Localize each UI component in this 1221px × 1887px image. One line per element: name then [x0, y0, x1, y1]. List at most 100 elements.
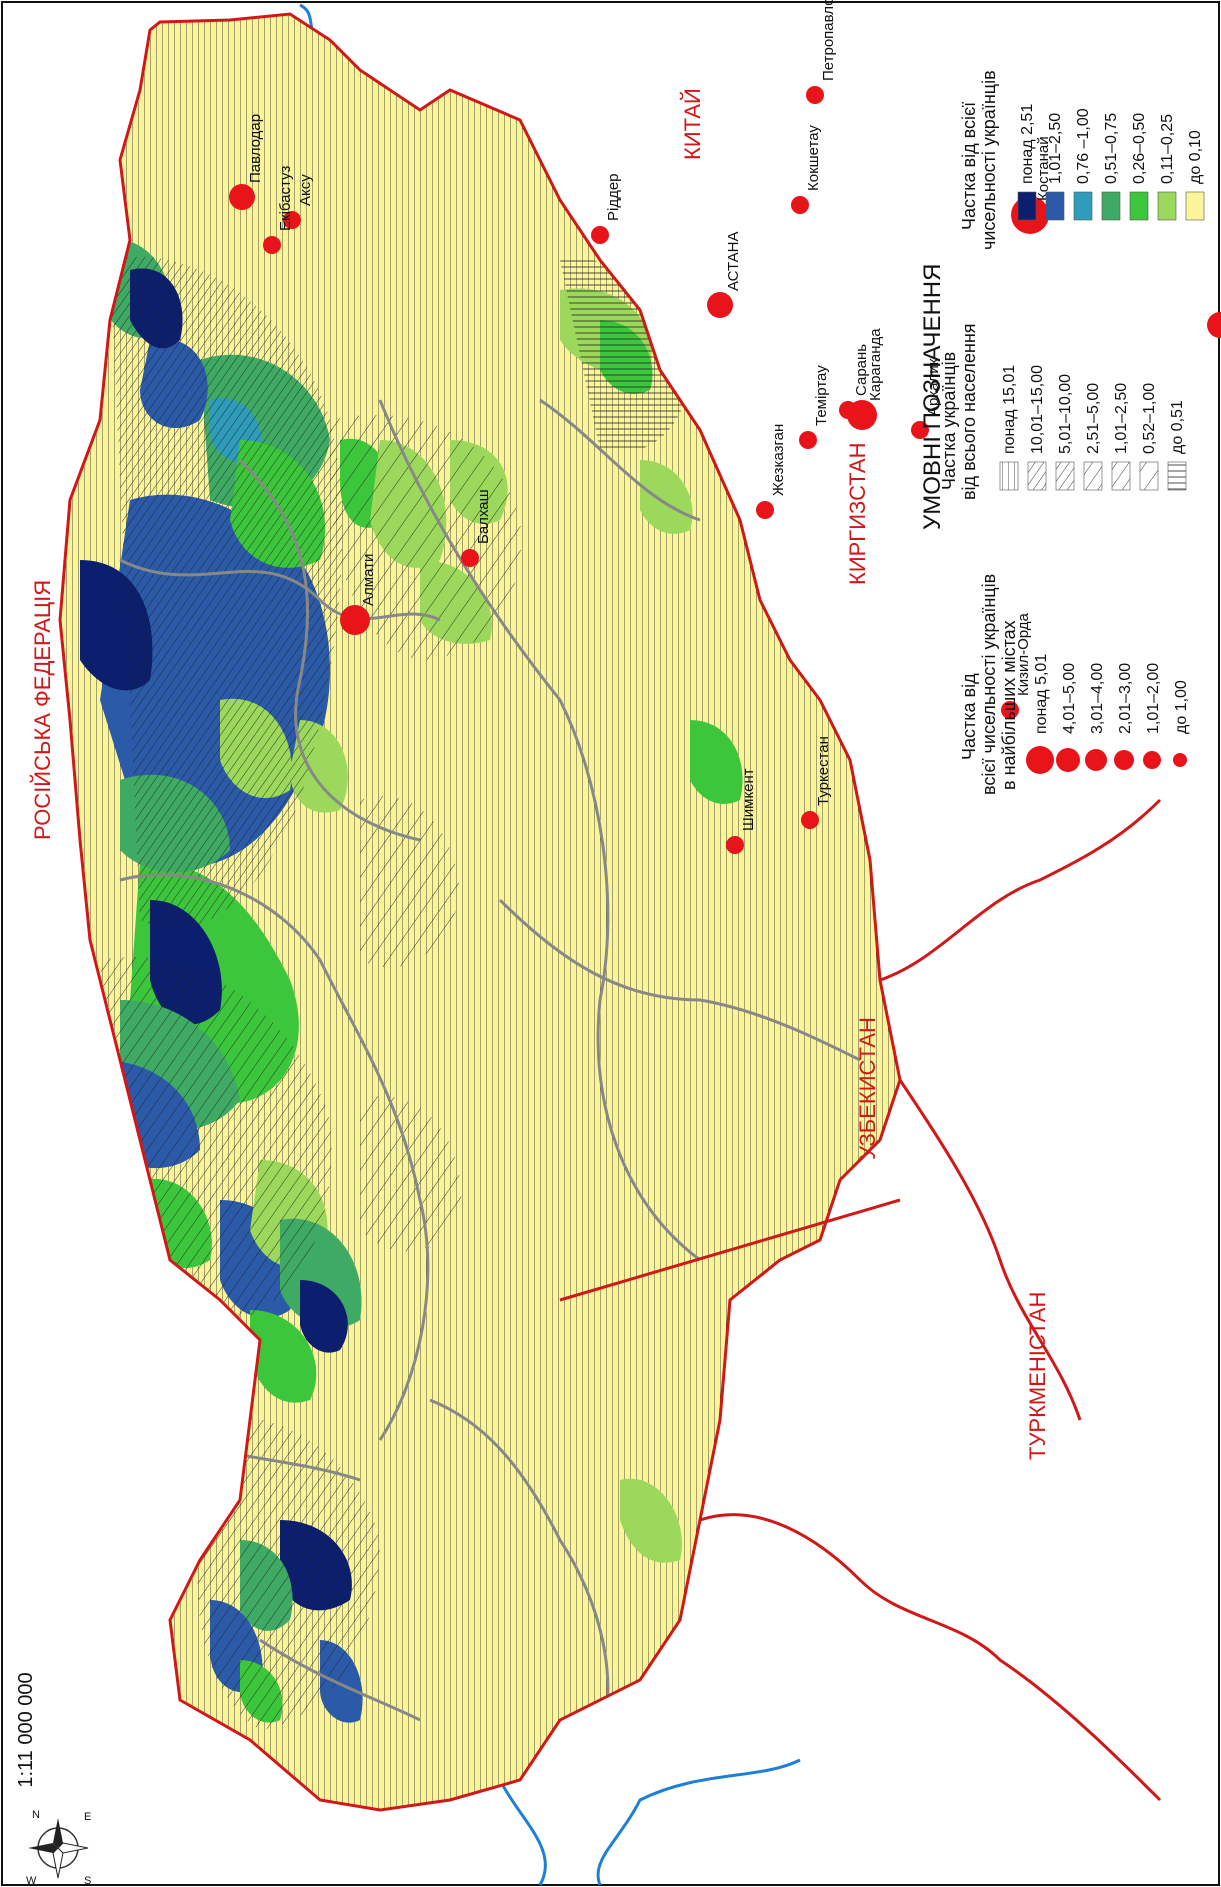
city: Туркестан [801, 736, 832, 829]
city-marker-icon [1056, 748, 1080, 772]
compass-icon: N E S W [26, 1809, 91, 1887]
legend-city-item: 3,01–4,00 [1085, 663, 1107, 771]
city-marker-icon [911, 421, 929, 439]
legend-hatch-item-label: понад 15,01 [1001, 365, 1018, 454]
legend-city-item-label: 4,01–5,00 [1061, 663, 1078, 734]
label-kyrgyzstan: КИРГИЗСТАН [845, 443, 870, 586]
city-marker-icon [847, 400, 877, 430]
legend-hatch-item-label: 2,51–5,00 [1085, 383, 1102, 454]
city: АСТАНА [707, 231, 742, 318]
legend-hatch-swatch [1167, 461, 1187, 491]
legend-title: УМОВНІ ПОЗНАЧЕННЯ [919, 264, 946, 530]
legend-hatch-item: 0,52–1,00 [1139, 383, 1159, 491]
legend-hatch-item-label: 1,01–2,50 [1113, 383, 1130, 454]
legend-cities-heading-2: всієї чисельності українців [979, 574, 999, 795]
legend-fill-swatch [1045, 191, 1065, 221]
legend-cities-heading-1: Частка від [959, 673, 979, 760]
legend-city-item-label: 2,01–3,00 [1117, 663, 1134, 734]
country-labels: РОСІЙСЬКА ФЕДЕРАЦІЯ КИТАЙ КИРГИЗСТАН УЗБ… [30, 88, 1050, 1460]
legend-city-item-label: до 1,00 [1173, 680, 1190, 734]
city: Аксу [283, 174, 314, 229]
legend-hatch-item: понад 15,01 [999, 365, 1019, 491]
city-marker-icon [799, 431, 817, 449]
legend-hatch-item-label: до 0,51 [1169, 400, 1186, 454]
city-label: Алмати [360, 554, 377, 606]
legend-fill-item: понад 2,51 [1017, 104, 1037, 221]
city: Павлодар [229, 114, 264, 210]
city-marker-icon [726, 836, 744, 854]
legend-fill-swatch [1157, 191, 1177, 221]
legend-fill-item-label: до 0,10 [1187, 130, 1204, 184]
legend-hatch-item: до 0,51 [1167, 400, 1187, 491]
legend-fill-item-label: 0,26–0,50 [1131, 113, 1148, 184]
city-marker-icon [263, 236, 281, 254]
legend: УМОВНІ ПОЗНАЧЕННЯ Частка від всієї чисел… [919, 70, 1205, 795]
city-marker-icon [801, 811, 819, 829]
city-marker-icon [1001, 701, 1019, 719]
legend-hatch-swatch [999, 461, 1019, 491]
city-marker-icon [1173, 753, 1187, 767]
city-label: Аркалик [925, 358, 942, 416]
legend-hatch-item: 5,01–10,00 [1055, 374, 1075, 491]
city-label: Петропавловськ [820, 0, 837, 81]
city-marker-icon [591, 226, 609, 244]
legend-city-item-label: понад 5,01 [1033, 654, 1050, 734]
legend-fill-item-label: 1,01–2,50 [1047, 113, 1064, 184]
city-marker-icon [806, 86, 824, 104]
legend-hatch-heading-2: від всього населення [959, 323, 979, 500]
legend-fill-item: 0,76 –1,00 [1073, 108, 1093, 221]
city: Шимкент [726, 768, 757, 854]
legend-city-item-label: 1,01–2,00 [1145, 663, 1162, 734]
city-label: Шимкент [740, 768, 757, 831]
city: Алмати [340, 554, 377, 635]
city-marker-icon [340, 605, 370, 635]
city-label: Караганда [867, 328, 884, 401]
legend-hatch-item-label: 0,52–1,00 [1141, 383, 1158, 454]
city-label: Туркестан [815, 736, 832, 806]
city-marker-icon [756, 501, 774, 519]
legend-fill-swatch [1101, 191, 1121, 221]
city: Жезказган [756, 424, 787, 519]
legend-fill-swatch [1185, 191, 1205, 221]
legend-hatch-item: 10,01–15,00 [1027, 365, 1047, 491]
legend-fill-item-label: 0,76 –1,00 [1075, 108, 1092, 184]
legend-city-item: 2,01–3,00 [1114, 663, 1134, 770]
compass-n: N [32, 1809, 40, 1821]
legend-fill-swatch [1017, 191, 1037, 221]
city-label: Жезказган [770, 424, 787, 496]
city-label: Аксу [297, 174, 314, 206]
city-label: Кизил-Орда [1015, 612, 1032, 696]
city-marker-icon [1143, 751, 1161, 769]
city-label: Теміртау [813, 365, 830, 426]
city-label: Сарань [853, 344, 870, 396]
legend-hatch: Частка українців від всього населення по… [939, 323, 1187, 500]
city-marker-icon [1085, 749, 1107, 771]
legend-fill-swatch [1073, 191, 1093, 221]
city-marker-icon [707, 292, 733, 318]
city-label: Кокшетау [805, 125, 822, 191]
neighbour-borders [559, 798, 1162, 1802]
city: Аркалик [911, 358, 942, 439]
city-label: Костанай [1035, 136, 1052, 201]
legend-hatch-item: 1,01–2,50 [1111, 383, 1131, 491]
legend-hatch-heading-1: Частка українців [939, 352, 959, 490]
legend-city-items: понад 5,01 4,01–5,00 3,01–4,00 2,01–3,00 1,0… [1026, 654, 1190, 774]
legend-hatch-swatch [1027, 461, 1047, 491]
legend-fill: Частка від всієї чисельності українців п… [959, 70, 1205, 250]
city-marker-icon [1114, 750, 1134, 770]
city-marker-icon [461, 549, 479, 567]
city: Екібастуз [263, 165, 294, 254]
city-label: АСТАНА [725, 231, 742, 291]
legend-hatch-item-label: 5,01–10,00 [1057, 374, 1074, 454]
city-marker-icon [283, 211, 301, 229]
label-turkmenistan: ТУРКМЕНІСТАН [1025, 1292, 1050, 1460]
city: Балхаш [461, 489, 492, 567]
city-label: Балхаш [475, 489, 492, 544]
legend-fill-heading-1: Частка від всієї [959, 102, 979, 230]
legend-hatch-items: понад 15,01 10,01–15,00 5,01–10,00 2,51–5,0… [999, 365, 1187, 491]
compass-s: S [84, 1875, 91, 1887]
legend-fill-item-label: 0,11–0,25 [1159, 114, 1176, 184]
